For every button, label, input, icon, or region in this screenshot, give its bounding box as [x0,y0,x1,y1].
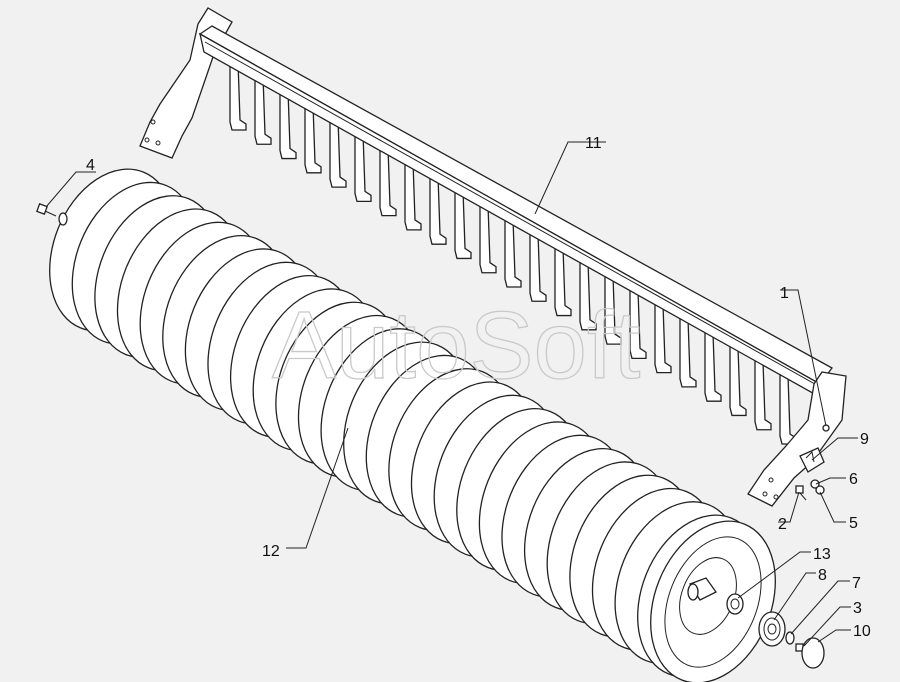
callout-8: 8 [818,567,827,584]
leader-10 [817,629,851,643]
scraper-tine [704,328,722,402]
end-cap [801,637,825,669]
bolt-head [795,485,804,494]
scraper-tine [679,313,697,388]
bar-edge-line [204,41,823,389]
bolt-shank [44,210,57,217]
spacer-ring [726,593,744,615]
scraper-tine [404,156,422,231]
watermark: AutoSoft [272,292,640,399]
bracket-hole [144,137,150,143]
leader-4 [45,171,96,208]
leader-5 [819,491,846,523]
scraper-bar-assembly [139,7,847,507]
leader-12 [286,427,349,549]
scraper-tine [754,356,772,431]
bolt-part-2 [795,485,807,501]
scraper-tine [379,142,397,217]
bearing [758,611,786,647]
callout-13: 13 [813,546,831,563]
end-disc-rim [664,536,762,668]
leader-13 [737,551,811,599]
bracket-hole [150,119,156,125]
scraper-tine [529,228,547,302]
scraper-tine [504,213,522,288]
washer-part-6 [810,479,820,489]
callout-2: 2 [778,516,787,533]
bracket-hole [773,494,779,500]
scraper-tine [629,285,647,360]
bracket-hole [768,477,774,483]
scraper-tine [729,342,747,417]
scraper-tines [229,56,797,445]
bolt-shank [799,492,807,501]
callout-10: 10 [853,623,871,640]
leader-8 [773,572,816,621]
spacer-ring-inner [730,598,740,610]
washer-part-7 [785,631,795,645]
bearing-race [763,617,781,641]
callout-7: 7 [852,575,861,592]
scraper-tine [554,242,572,317]
callout-12: 12 [262,543,280,560]
leader-9 [811,437,858,461]
scraper-tine [454,185,472,260]
scraper-tine [579,256,597,331]
bearing-bore [767,623,777,635]
callout-1: 1 [780,285,789,302]
bolt-head [36,203,48,215]
scraper-tine [654,299,672,374]
bracket-hole [762,491,768,497]
leader-7 [790,580,850,635]
scraper-tine [429,171,447,245]
callout-3: 3 [853,600,862,617]
callout-5: 5 [849,515,858,532]
leader-3 [803,606,851,647]
leader-1 [780,289,827,427]
scraper-tine [279,85,297,160]
scraper-tine [329,114,347,188]
callout-6: 6 [849,471,858,488]
scraper-tine [479,199,497,274]
spacer-ring-outer [726,593,744,615]
axle-end [687,583,699,601]
callout-4: 4 [86,157,95,174]
leader-lines [45,141,858,647]
bracket-hole [155,140,161,146]
scraper-tine [304,99,322,174]
leader-11 [534,141,606,215]
scraper-tine [604,271,622,345]
bearing-outer [758,611,786,647]
callout-9: 9 [860,431,869,448]
washer [58,212,68,226]
leader-6 [815,477,846,485]
nut-part-5 [815,485,825,495]
scraper-tine [354,128,372,203]
bolt-and-washer-left [36,203,68,226]
callout-11: 11 [585,135,602,152]
leader-2 [778,491,800,523]
callout-labels: 11 4 1 9 6 5 2 12 13 8 7 3 10 [86,135,871,640]
